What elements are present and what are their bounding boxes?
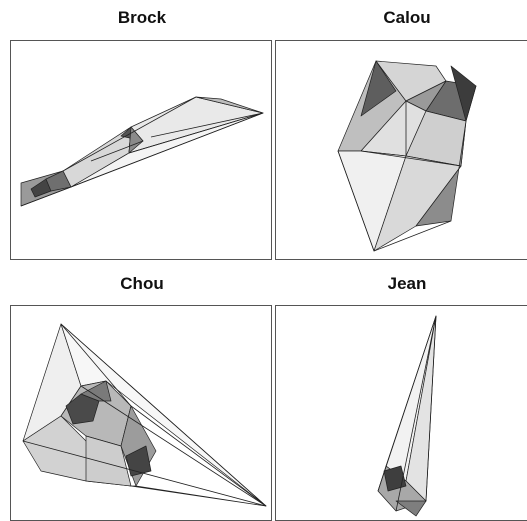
panel-title-brock: Brock: [72, 8, 212, 28]
mesh-calou: [276, 41, 527, 259]
mesh-brock: [11, 41, 271, 259]
panel-jean: [275, 305, 527, 521]
panel-title-calou: Calou: [337, 8, 477, 28]
panel-chou: [10, 305, 272, 521]
panel-title-chou: Chou: [72, 274, 212, 294]
mesh-chou: [11, 306, 271, 520]
mesh-jean: [276, 306, 527, 520]
panel-brock: [10, 40, 272, 260]
panel-title-jean: Jean: [337, 274, 477, 294]
panel-calou: [275, 40, 527, 260]
